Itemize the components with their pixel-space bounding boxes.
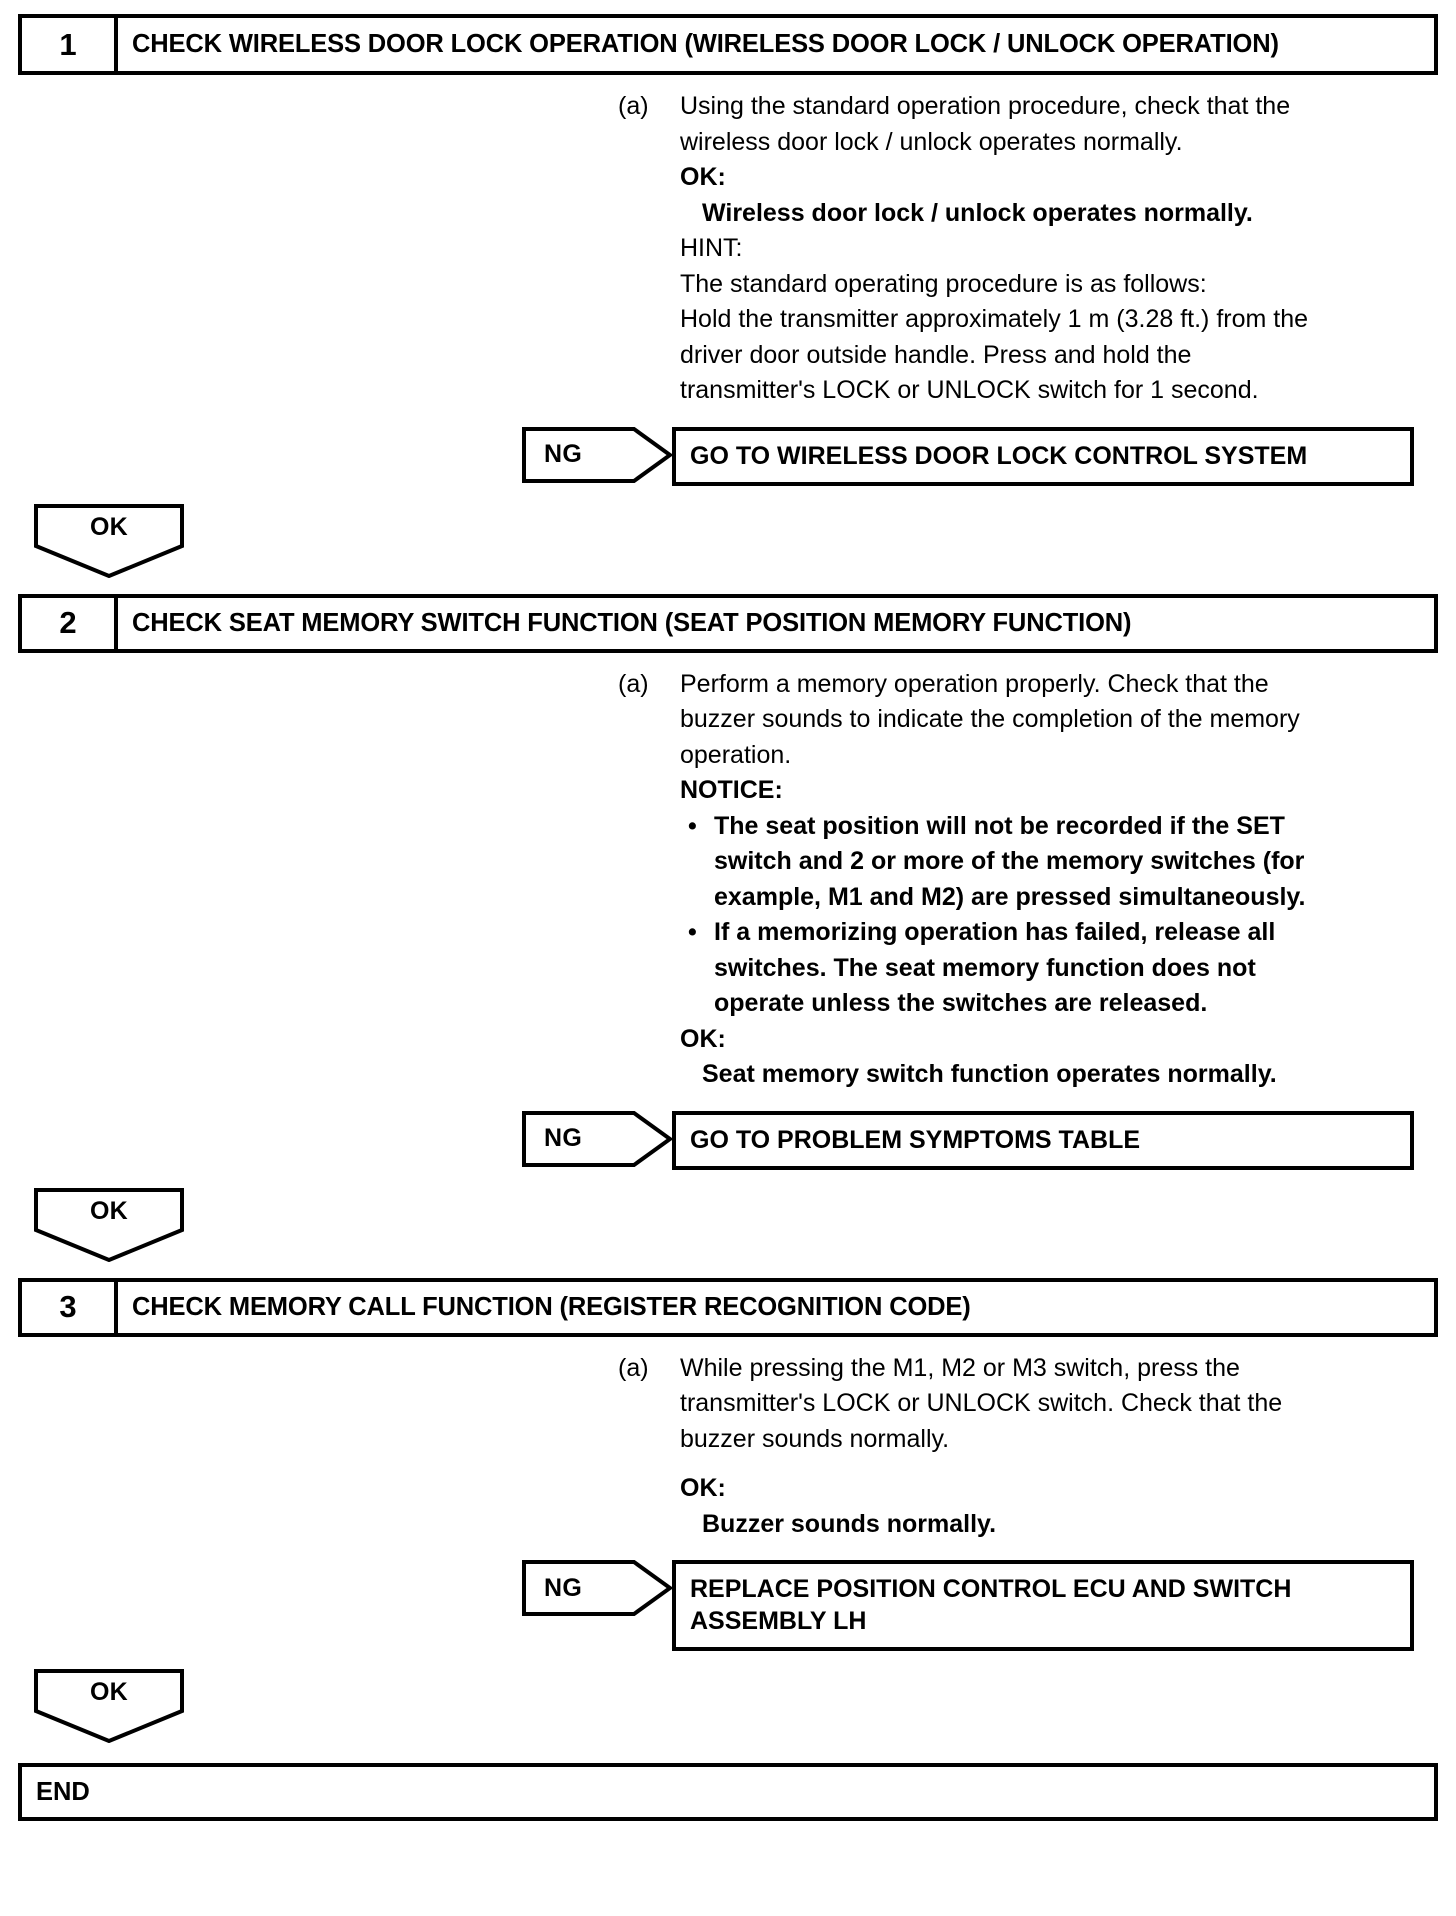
ok-connector-2: OK bbox=[34, 1187, 184, 1262]
hint-label-line: HINT: bbox=[680, 234, 743, 263]
ng-result-1: GO TO WIRELESS DOOR LOCK CONTROL SYSTEM bbox=[672, 426, 1414, 486]
procedure-text-2: Perform a memory operation properly. Che… bbox=[680, 667, 1414, 1093]
ok-connector-1: OK bbox=[34, 503, 184, 578]
text-line: buzzer sounds normally. bbox=[680, 1424, 950, 1453]
ok-label-line: OK: bbox=[680, 163, 726, 192]
procedure-marker-3: (a) bbox=[618, 1353, 649, 1382]
ok-pentagon-down-icon bbox=[34, 1669, 184, 1744]
ng-result-2: GO TO PROBLEM SYMPTOMS TABLE bbox=[672, 1110, 1414, 1170]
ok-criteria-line: Seat memory switch function operates nor… bbox=[702, 1060, 1277, 1089]
text-line: The standard operating procedure is as f… bbox=[680, 269, 1207, 298]
ok-label-1: OK bbox=[89, 512, 129, 541]
bullet-dot-icon: • bbox=[688, 811, 697, 840]
ng-tag-3: NG bbox=[522, 1560, 672, 1617]
step-body-2: (a) Perform a memory operation properly.… bbox=[18, 653, 1438, 1170]
ok-label-2: OK bbox=[89, 1196, 129, 1225]
procedure-marker-1: (a) bbox=[618, 92, 649, 121]
text-line: transmitter's LOCK or UNLOCK switch. Che… bbox=[680, 1389, 1283, 1418]
ok-criteria-line: Buzzer sounds normally. bbox=[702, 1509, 997, 1538]
ok-criteria-line: Wireless door lock / unlock operates nor… bbox=[702, 198, 1253, 227]
step-body-3: (a) While pressing the M1, M2 or M3 swit… bbox=[18, 1337, 1438, 1652]
ok-connector-3: OK bbox=[34, 1669, 184, 1744]
ng-tag-2: NG bbox=[522, 1110, 672, 1167]
text-line: buzzer sounds to indicate the completion… bbox=[680, 705, 1300, 734]
ng-pentagon-icon bbox=[522, 1560, 672, 1617]
notice-label-line: NOTICE: bbox=[680, 776, 783, 805]
end-box: END bbox=[18, 1763, 1438, 1822]
text-line: Hold the transmitter approximately 1 m (… bbox=[680, 305, 1309, 334]
notice-bullet-body: The seat position will not be recorded i… bbox=[714, 809, 1414, 916]
step-body-1: (a) Using the standard operation procedu… bbox=[18, 75, 1438, 486]
notice-bullet: • The seat position will not be recorded… bbox=[680, 809, 1414, 916]
text-line: switches. The seat memory function does … bbox=[714, 953, 1256, 982]
text-line: switch and 2 or more of the memory switc… bbox=[714, 847, 1305, 876]
text-gap bbox=[680, 1457, 1414, 1471]
step-header-3: 3 CHECK MEMORY CALL FUNCTION (REGISTER R… bbox=[18, 1277, 1438, 1337]
ng-branch-1: NG GO TO WIRELESS DOOR LOCK CONTROL SYST… bbox=[522, 426, 1414, 486]
procedure-marker-2: (a) bbox=[618, 669, 649, 698]
procedure-3: (a) While pressing the M1, M2 or M3 swit… bbox=[618, 1351, 1414, 1543]
ok-pentagon-down-icon bbox=[34, 503, 184, 578]
ok-label-line: OK: bbox=[680, 1474, 726, 1503]
procedure-text-1: Using the standard operation procedure, … bbox=[680, 89, 1414, 409]
text-line: operate unless the switches are released… bbox=[714, 989, 1208, 1018]
step-title-1: CHECK WIRELESS DOOR LOCK OPERATION (WIRE… bbox=[132, 30, 1279, 58]
step-title-2: CHECK SEAT MEMORY SWITCH FUNCTION (SEAT … bbox=[132, 608, 1132, 637]
text-line: wireless door lock / unlock operates nor… bbox=[680, 127, 1183, 156]
ng-label-2: NG bbox=[544, 1124, 583, 1153]
step-title-3: CHECK MEMORY CALL FUNCTION (REGISTER REC… bbox=[132, 1292, 971, 1321]
ng-pentagon-icon bbox=[522, 426, 672, 483]
ng-label-1: NG bbox=[544, 440, 583, 469]
procedure-1: (a) Using the standard operation procedu… bbox=[618, 89, 1414, 409]
step-number-3: 3 bbox=[22, 1281, 118, 1333]
ok-label-3: OK bbox=[89, 1678, 129, 1707]
bullet-dot-icon: • bbox=[688, 918, 697, 947]
text-line: While pressing the M1, M2 or M3 switch, … bbox=[680, 1353, 1240, 1382]
text-line: Perform a memory operation properly. Che… bbox=[680, 669, 1269, 698]
text-line: transmitter's LOCK or UNLOCK switch for … bbox=[680, 376, 1259, 405]
notice-bullet: • If a memorizing operation has failed, … bbox=[680, 915, 1414, 1022]
ok-pentagon-down-icon bbox=[34, 1187, 184, 1262]
step-number-2: 2 bbox=[22, 597, 118, 649]
ng-branch-3: NG REPLACE POSITION CONTROL ECU AND SWIT… bbox=[522, 1560, 1414, 1652]
ng-tag-1: NG bbox=[522, 426, 672, 483]
ok-label-line: OK: bbox=[680, 1024, 726, 1053]
step-header-1: 1 CHECK WIRELESS DOOR LOCK OPERATION (WI… bbox=[18, 14, 1438, 76]
procedure-2: (a) Perform a memory operation properly.… bbox=[618, 667, 1414, 1093]
ng-pentagon-icon bbox=[522, 1110, 672, 1167]
text-line: Using the standard operation procedure, … bbox=[680, 92, 1291, 121]
ng-label-3: NG bbox=[544, 1573, 583, 1602]
step-header-2: 2 CHECK SEAT MEMORY SWITCH FUNCTION (SEA… bbox=[18, 593, 1438, 653]
text-line: The seat position will not be recorded i… bbox=[714, 811, 1285, 840]
notice-bullet-body: If a memorizing operation has failed, re… bbox=[714, 915, 1414, 1022]
step-number-1: 1 bbox=[22, 18, 118, 72]
ng-result-3: REPLACE POSITION CONTROL ECU AND SWITCH … bbox=[672, 1560, 1414, 1652]
ng-branch-2: NG GO TO PROBLEM SYMPTOMS TABLE bbox=[522, 1110, 1414, 1170]
text-line: operation. bbox=[680, 740, 792, 769]
text-line: driver door outside handle. Press and ho… bbox=[680, 340, 1192, 369]
text-line: example, M1 and M2) are pressed simultan… bbox=[714, 882, 1306, 911]
text-line: If a memorizing operation has failed, re… bbox=[714, 918, 1276, 947]
procedure-text-3: While pressing the M1, M2 or M3 switch, … bbox=[680, 1351, 1414, 1543]
